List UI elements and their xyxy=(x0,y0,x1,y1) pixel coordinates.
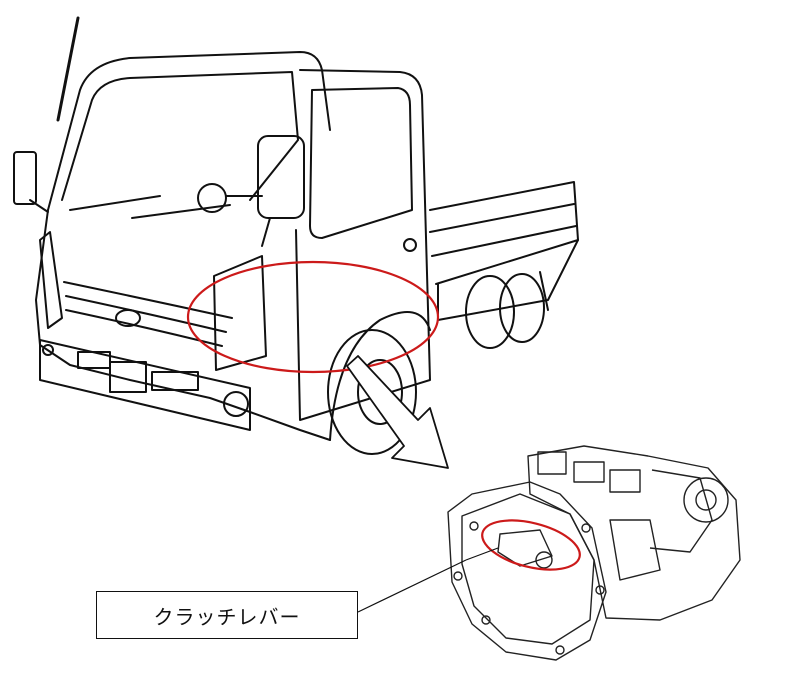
bolt xyxy=(581,523,591,533)
wheel-arch xyxy=(329,311,431,441)
emblem xyxy=(115,309,141,327)
front-wheel-hub xyxy=(357,359,403,425)
grille-line-2 xyxy=(65,295,227,333)
cargo-rail-1 xyxy=(429,203,575,233)
windshield xyxy=(61,71,299,201)
cargo-bed-side xyxy=(429,181,579,285)
cargo-bed-floor xyxy=(437,239,579,321)
fog-lamp xyxy=(223,391,249,417)
cargo-rail-2 xyxy=(431,225,577,257)
bumper-vent-right xyxy=(151,371,199,391)
truck-illustration xyxy=(13,16,579,455)
input-shaft xyxy=(535,551,553,569)
left-mirror xyxy=(13,151,37,205)
rear-wheel-outer xyxy=(499,273,545,343)
leader-line xyxy=(357,559,467,613)
transmission-illustration xyxy=(447,445,741,661)
shift-housing xyxy=(537,451,567,475)
rear-housing xyxy=(649,469,713,553)
license-plate xyxy=(109,361,147,393)
callout-label: クラッチレバー xyxy=(153,604,301,629)
grille-line-1 xyxy=(63,281,233,319)
gearbox-case xyxy=(527,445,741,621)
wiper-right xyxy=(131,204,231,219)
callout-box: クラッチレバー xyxy=(96,591,358,639)
right-headlight xyxy=(213,255,267,371)
antenna xyxy=(56,16,80,122)
rear-wheel-inner xyxy=(465,275,515,349)
cab-roof xyxy=(47,51,331,211)
bolt xyxy=(469,521,479,531)
wiper-left xyxy=(69,195,161,211)
truck-highlight-ellipse xyxy=(186,260,440,374)
fog-lamp-left xyxy=(42,344,54,356)
mirror-ball xyxy=(197,183,227,213)
door-window xyxy=(309,87,413,239)
left-headlight xyxy=(39,231,63,329)
cab-side xyxy=(295,69,431,421)
output-flange-center xyxy=(695,489,717,511)
door-handle xyxy=(403,238,417,252)
output-flange xyxy=(683,477,729,523)
bolt xyxy=(481,615,491,625)
lever-highlight-ellipse xyxy=(481,519,581,571)
bolt xyxy=(453,571,463,581)
side-cover xyxy=(609,519,661,581)
bell-housing-inner xyxy=(461,493,595,645)
direction-arrow xyxy=(346,355,449,469)
left-mirror-arm xyxy=(29,199,49,213)
front-wheel xyxy=(327,329,417,455)
shift-housing-2 xyxy=(573,461,605,483)
grille-line-3 xyxy=(65,309,223,347)
mudflap xyxy=(539,271,549,311)
leader-line-end xyxy=(465,547,499,561)
bumper-vent-left xyxy=(77,351,111,369)
bolt xyxy=(555,645,565,655)
cab-front-lower xyxy=(35,209,331,441)
mirror-stay xyxy=(261,217,271,247)
right-mirror xyxy=(257,135,305,219)
bell-housing xyxy=(447,481,607,661)
shift-housing-3 xyxy=(609,469,641,493)
